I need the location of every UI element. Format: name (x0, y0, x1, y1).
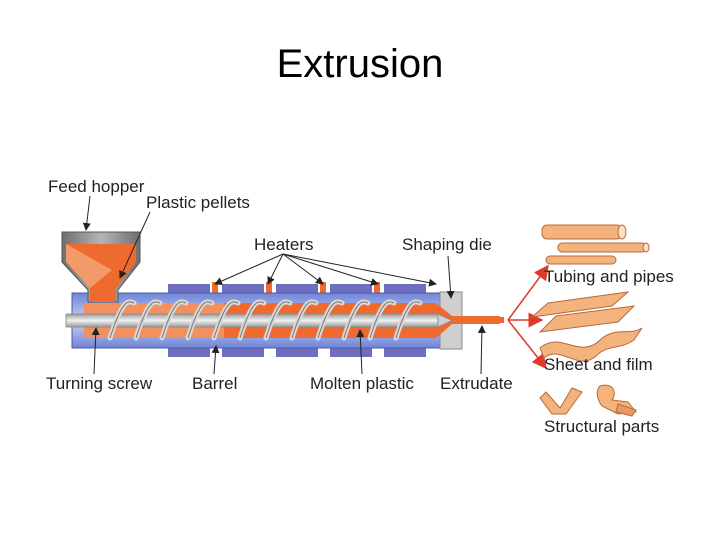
sheet-and-film-label: Sheet and film (544, 355, 653, 374)
output-arrows (507, 264, 549, 370)
barrel-label: Barrel (192, 374, 237, 393)
heaters-label: Heaters (254, 235, 314, 254)
feed-hopper (61, 231, 141, 303)
extrudate-strand (462, 317, 504, 323)
feed-hopper-label: Feed hopper (48, 177, 145, 196)
shaping-die-label: Shaping die (402, 235, 492, 254)
turning-screw-label: Turning screw (46, 374, 153, 393)
tubing-and-pipes-illustration (541, 224, 650, 265)
extrudate-label: Extrudate (440, 374, 513, 393)
turning-screw (65, 299, 453, 341)
tubing-and-pipes-label: Tubing and pipes (544, 267, 674, 286)
heater-bands (168, 282, 426, 357)
leader-lines (82, 195, 486, 375)
slide-title: Extrusion (276, 42, 444, 86)
plastic-pellets-label: Plastic pellets (146, 193, 250, 212)
sheet-and-film-illustration (530, 291, 643, 362)
structural-parts-label: Structural parts (544, 417, 659, 436)
structural-parts-illustration (539, 384, 637, 417)
molten-plastic-label: Molten plastic (310, 374, 414, 393)
